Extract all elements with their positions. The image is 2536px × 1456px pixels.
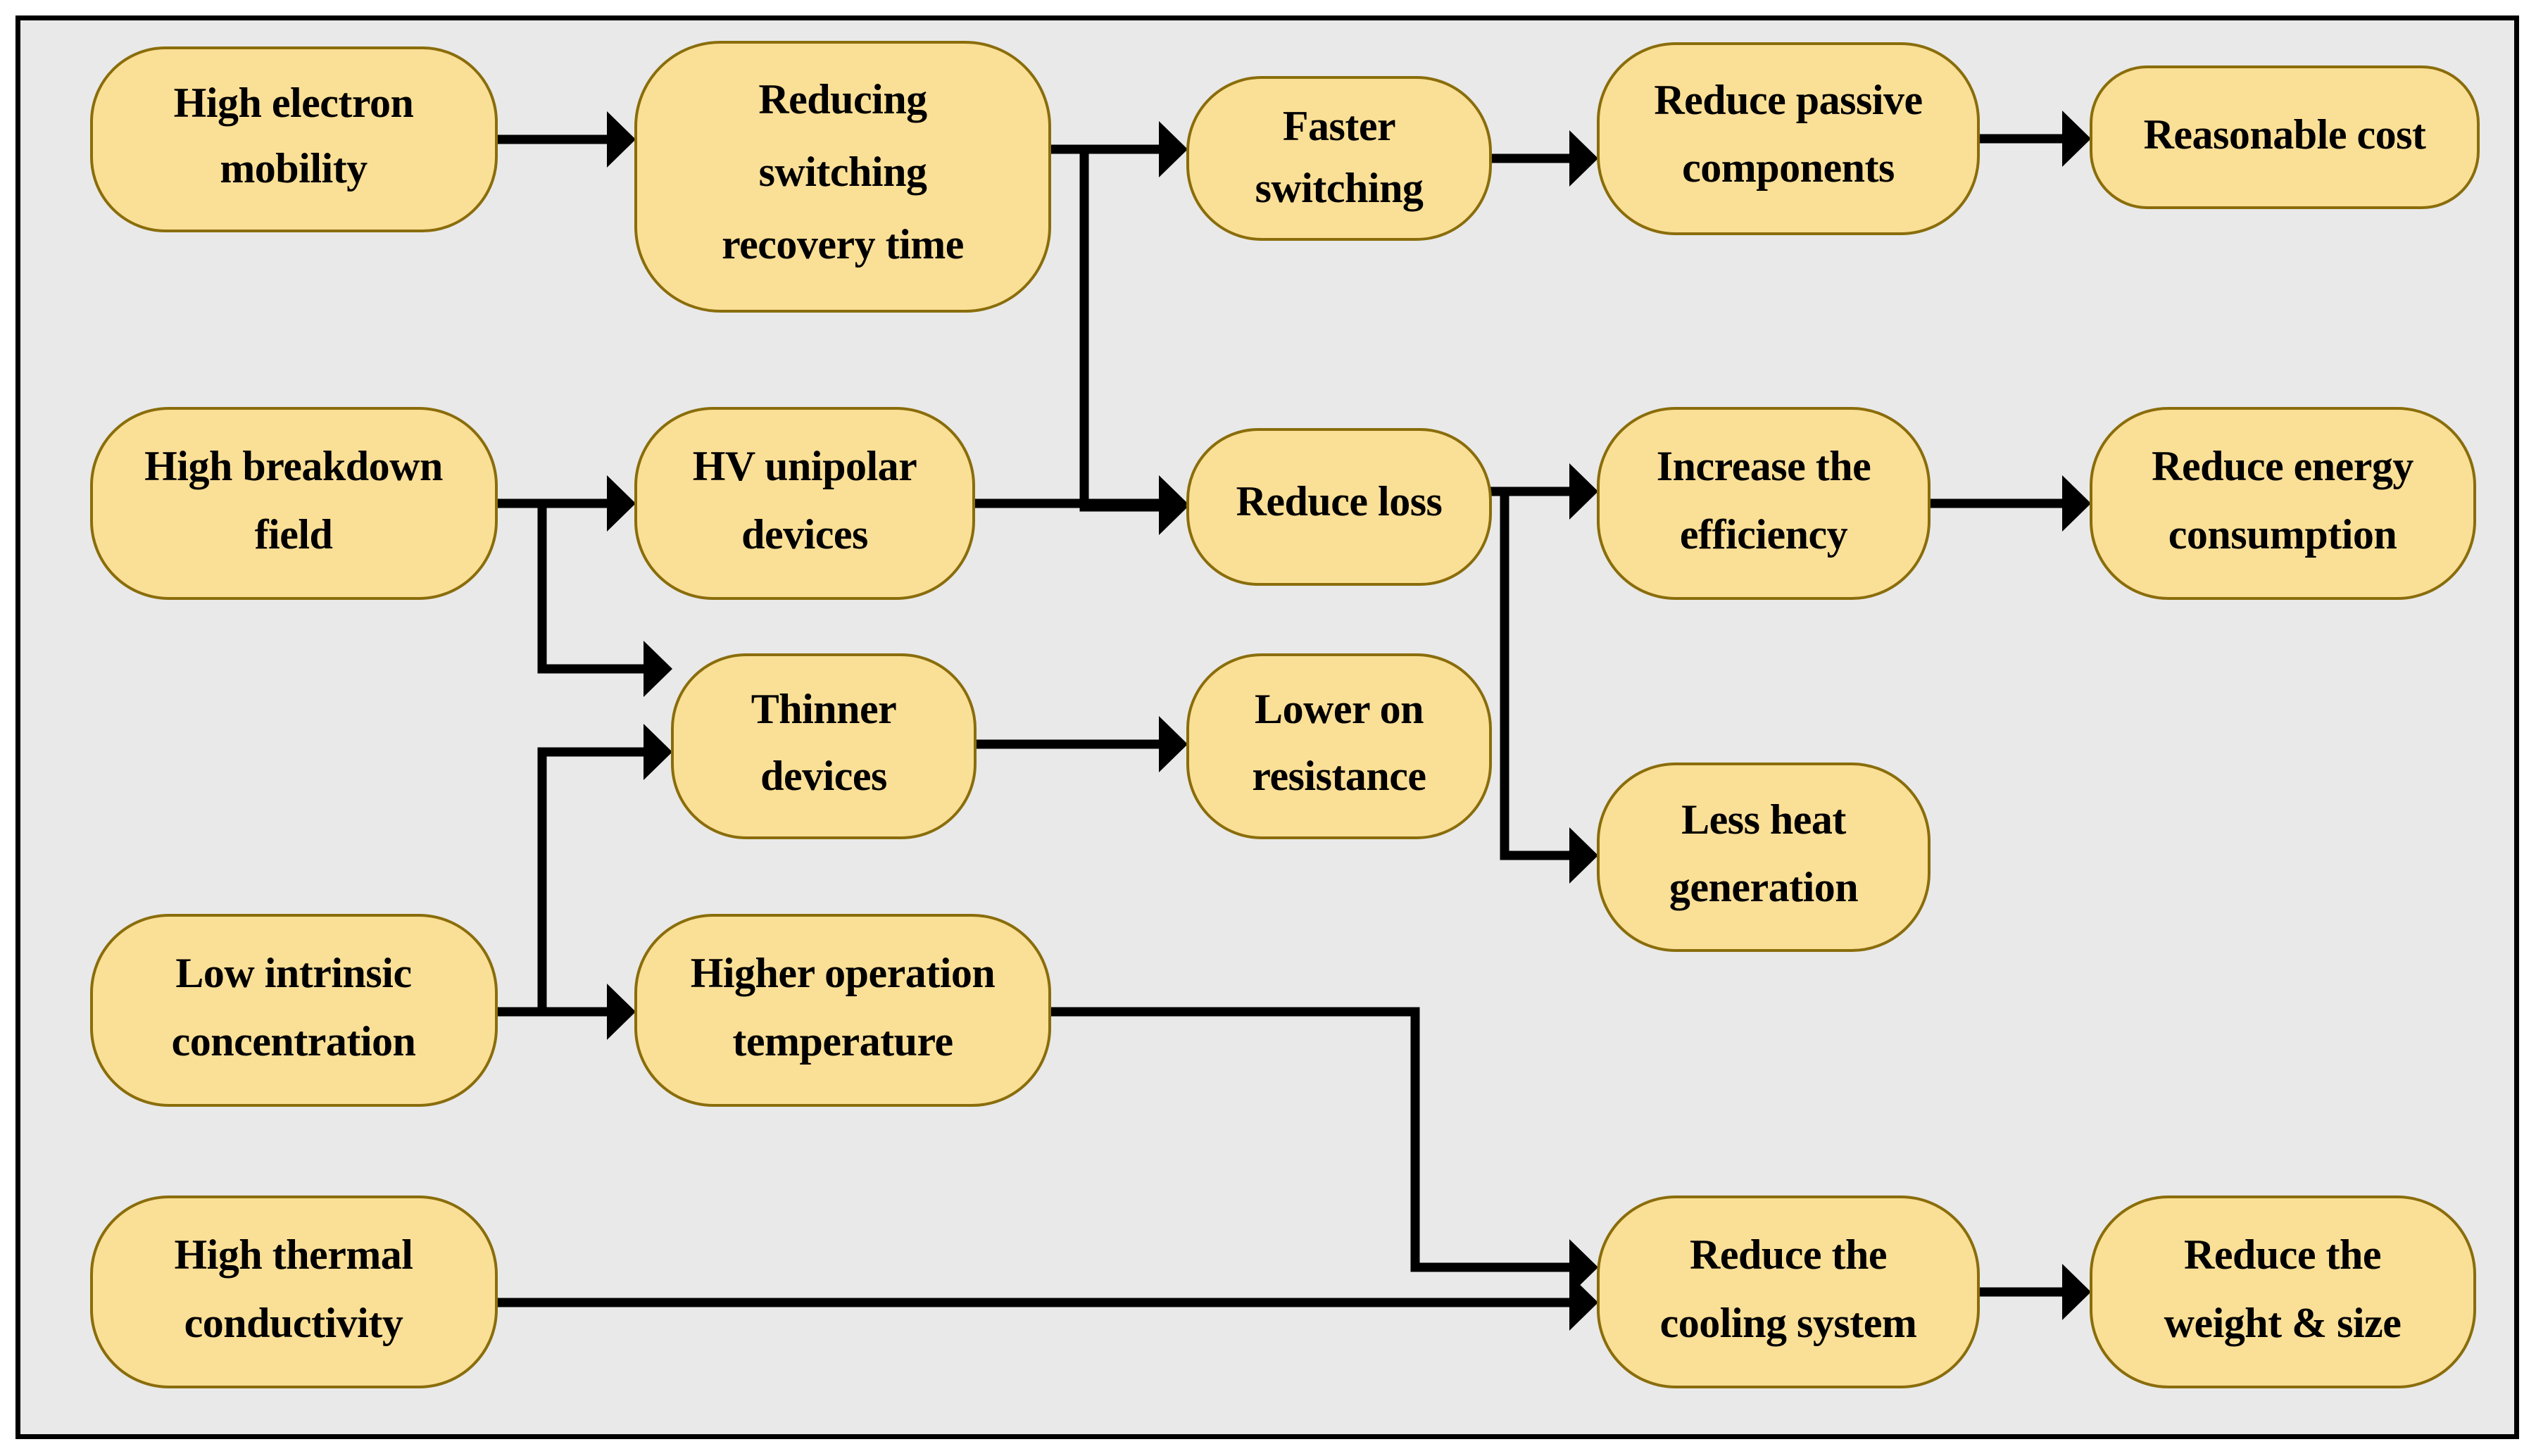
- node-label-line: HV unipolar: [693, 443, 917, 489]
- node-label-line: Lower on: [1255, 686, 1424, 732]
- node-label-line: concentration: [172, 1018, 416, 1065]
- node-label-line: efficiency: [1680, 511, 1848, 558]
- edge-lowintrinsic-branch: [496, 724, 672, 1040]
- node-label-line: devices: [760, 753, 887, 799]
- node-thinner-devices[interactable]: Thinner devices: [671, 653, 977, 839]
- node-label-line: mobility: [220, 145, 368, 192]
- node-label-line: High thermal: [175, 1231, 413, 1278]
- node-label-line: Low intrinsic: [175, 950, 411, 996]
- node-increase-the-efficiency[interactable]: Increase the efficiency: [1597, 407, 1931, 600]
- node-reduce-the-cooling-system[interactable]: Reduce the cooling system: [1597, 1195, 1980, 1388]
- node-label-line: components: [1682, 144, 1895, 191]
- edge-cooling-to-weight: [1978, 1264, 2091, 1320]
- edge-reduceloss-branch: [1490, 463, 1598, 884]
- edge-thermalcond-to-cooling: [496, 1274, 1598, 1331]
- node-label-line: temperature: [732, 1018, 953, 1065]
- edge-mobility-to-recovery: [496, 111, 636, 168]
- node-label-line: conductivity: [184, 1300, 403, 1346]
- node-label-line: weight & size: [2164, 1300, 2402, 1346]
- node-label-line: consumption: [2168, 511, 2397, 558]
- node-reducing-switching-recovery[interactable]: Reducing switching recovery time: [634, 41, 1051, 313]
- node-reduce-the-weight-size[interactable]: Reduce the weight & size: [2090, 1195, 2476, 1388]
- node-hv-unipolar-devices[interactable]: HV unipolar devices: [634, 407, 975, 600]
- node-label-line: resistance: [1252, 753, 1426, 799]
- node-label-line: Faster: [1283, 103, 1395, 149]
- node-label-line: Reasonable cost: [2144, 111, 2426, 158]
- node-label-line: Higher operation: [691, 950, 996, 996]
- node-lower-on-resistance[interactable]: Lower on resistance: [1186, 653, 1492, 839]
- node-low-intrinsic-concentration[interactable]: Low intrinsic concentration: [90, 914, 498, 1107]
- node-high-thermal-conductivity[interactable]: High thermal conductivity: [90, 1195, 498, 1388]
- node-label-line: Reduce the: [2184, 1231, 2381, 1278]
- edge-passive-to-cost: [1978, 111, 2091, 167]
- edge-highertemp-to-cooling: [1050, 1007, 1598, 1295]
- node-reduce-loss[interactable]: Reduce loss: [1186, 428, 1492, 586]
- node-reasonable-cost[interactable]: Reasonable cost: [2090, 65, 2480, 209]
- node-label-line: High breakdown: [144, 443, 443, 489]
- node-label-line: cooling system: [1660, 1300, 1917, 1346]
- node-less-heat-generation[interactable]: Less heat generation: [1597, 762, 1931, 952]
- node-label-line: Reducing: [758, 76, 927, 123]
- node-reduce-passive-components[interactable]: Reduce passive components: [1597, 42, 1980, 235]
- node-label-line: Reduce the: [1690, 1231, 1887, 1278]
- node-label-line: High electron: [174, 80, 414, 126]
- node-faster-switching[interactable]: Faster switching: [1186, 76, 1492, 241]
- edge-faster-to-passive: [1490, 130, 1598, 187]
- node-higher-operation-temperature[interactable]: Higher operation temperature: [634, 914, 1051, 1107]
- node-label-line: recovery time: [722, 221, 964, 268]
- node-label-line: field: [255, 511, 333, 558]
- node-high-breakdown-field[interactable]: High breakdown field: [90, 407, 498, 600]
- node-label-line: switching: [759, 149, 927, 195]
- edge-hv-to-reduceloss: [974, 475, 1188, 532]
- edge-recovery-branch: [1050, 121, 1188, 535]
- node-label-line: Less heat: [1681, 796, 1846, 843]
- node-label-line: Reduce passive: [1654, 77, 1922, 123]
- edge-thinner-to-lowerres: [975, 716, 1188, 772]
- node-label-line: generation: [1669, 864, 1858, 910]
- node-label-line: Thinner: [751, 686, 897, 732]
- node-label-line: Increase the: [1657, 443, 1871, 489]
- edge-breakdown-branch: [496, 475, 672, 697]
- edge-efficiency-to-energy: [1929, 475, 2091, 532]
- edges-layer: [496, 111, 2091, 1331]
- node-label-line: switching: [1255, 165, 1424, 211]
- node-label-line: devices: [741, 511, 868, 558]
- nodes-layer: High electron mobility Reducing switchin…: [90, 41, 2480, 1388]
- node-label-line: Reduce energy: [2152, 443, 2413, 489]
- node-reduce-energy-consumption[interactable]: Reduce energy consumption: [2090, 407, 2476, 600]
- node-label-line: Reduce loss: [1236, 478, 1443, 525]
- node-high-electron-mobility[interactable]: High electron mobility: [90, 46, 498, 232]
